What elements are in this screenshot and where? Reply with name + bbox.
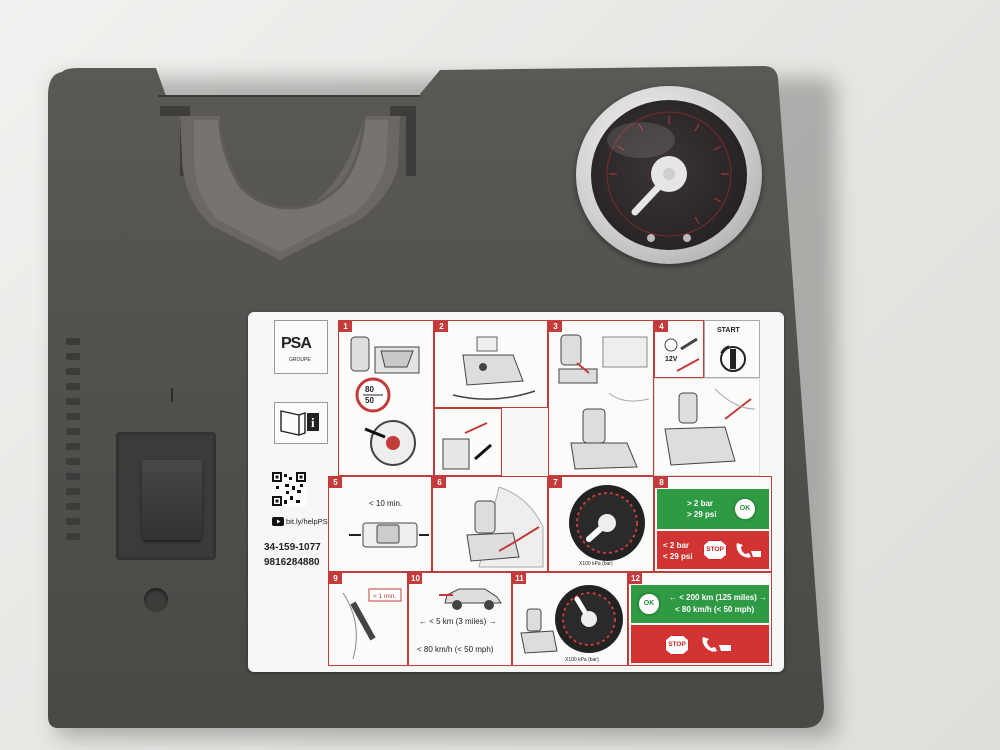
gauge-unit-label-2: X100 kPa (bar) (565, 657, 599, 663)
compressor-illustration (452, 336, 536, 400)
step-4-panel: 4 12V (654, 320, 704, 378)
stop-badge: STOP (703, 540, 727, 560)
step-number: 1 (339, 321, 352, 332)
screw-hole (144, 588, 168, 612)
gauge-unit-label: X100 kPa (bar) (579, 561, 613, 567)
stop-badge-2: STOP (665, 635, 689, 655)
ok-pressure-psi: > 29 psi (687, 510, 717, 519)
start-label: START (717, 327, 740, 334)
step-2-panel: 2 (434, 320, 548, 408)
step-2-detail (434, 408, 502, 476)
start-panel: START (704, 320, 760, 378)
pressure-ok-box: > 2 bar > 29 psi OK (657, 489, 769, 529)
switch-on-illustration (349, 522, 429, 548)
stop-pressure-psi: < 29 psi (663, 552, 693, 561)
step-number: 9 (329, 573, 342, 584)
step-1-panel: 1 80 50 (338, 320, 434, 476)
ok-pressure-bar: > 2 bar (687, 499, 714, 508)
power-plug-illustration: 12V (664, 337, 700, 372)
battery-label: 12V (665, 356, 678, 363)
valve-illustration (442, 422, 492, 470)
step-5-time: < 10 min. (369, 499, 403, 508)
help-url: bit.ly/helpPSA (286, 517, 333, 526)
step-number: 11 (513, 573, 526, 584)
info-book-icon: i (280, 410, 319, 436)
step-number: 3 (549, 321, 562, 332)
ignition-key-icon (720, 345, 746, 372)
step-number: 7 (549, 477, 562, 488)
vent-ribs (66, 338, 96, 558)
speed-limit-sign: 80 50 (355, 377, 391, 413)
psa-logo-box: PSA GROUPE (274, 320, 328, 374)
step-6-panel: 6 (432, 476, 548, 572)
part-number-1: 34-159-1077 (264, 542, 321, 553)
speed-sign-top: 80 (365, 385, 374, 394)
psa-logo-sub: GROUPE (289, 357, 311, 363)
phone-icon (736, 543, 761, 558)
ok-speed: < 80 km/h (< 50 mph) (675, 605, 755, 614)
ok-distance: ← < 200 km (125 miles) → (669, 593, 768, 602)
step-5-panel: 5 < 10 min. (328, 476, 432, 572)
switch-on-mark (171, 388, 173, 402)
car-trunk-illustration: 80 50 (350, 336, 420, 466)
bottle-holder-cradle (160, 106, 416, 260)
step-number: 12 (629, 573, 642, 584)
step-10-speed: < 80 km/h (< 50 mph) (417, 645, 494, 654)
step-9-time: < 1 min. (373, 593, 396, 600)
step-10-panel: 10 ← < 5 km (3 miles) → < 80 km/h (< 50 … (408, 572, 512, 666)
step-number: 10 (409, 573, 422, 584)
step-7-panel: 7 X100 kPa (bar) (548, 476, 654, 572)
stop-pressure-bar: < 2 bar (663, 541, 690, 550)
step-number: 4 (655, 321, 668, 332)
step-4-detail (654, 378, 760, 476)
step-9-panel: 9 < 1 min. (328, 572, 408, 666)
video-play-icon (272, 517, 284, 526)
recheck-pressure-illustration: X100 kPa (bar) (520, 585, 623, 663)
inflating-illustration (466, 487, 544, 568)
ok-badge: OK (733, 497, 757, 521)
step-number: 6 (433, 477, 446, 488)
pressure-stop-box: < 2 bar < 29 psi STOP (657, 531, 769, 569)
psa-logo: PSA (281, 335, 312, 352)
info-icon-letter: i (311, 415, 315, 430)
qr-code-icon (272, 472, 306, 506)
compressor-running-illustration (664, 388, 756, 466)
continue-ok-box: OK ← < 200 km (125 miles) → < 80 km/h (<… (631, 585, 769, 623)
bottle-insert-illustration (558, 334, 650, 470)
step-8-panel: 8 > 2 bar > 29 psi OK < 2 bar < 29 psi S… (654, 476, 772, 572)
pressure-gauge-dial (591, 100, 747, 250)
step-number: 5 (329, 477, 342, 488)
remove-hose-illustration: < 1 min. (342, 588, 402, 660)
ok-badge-2: OK (637, 592, 661, 616)
tow-truck-icon (702, 637, 731, 652)
gauge-reading-illustration: X100 kPa (bar) (569, 485, 645, 567)
power-switch-rocker[interactable] (142, 460, 202, 540)
part-number-2: 9816284880 (264, 557, 320, 568)
continue-stop-box: STOP (631, 625, 769, 663)
step-12-panel: 12 OK ← < 200 km (125 miles) → < 80 km/h… (628, 572, 772, 666)
step-11-panel: 11 X100 kPa (bar) (512, 572, 628, 666)
step-10-distance: ← < 5 km (3 miles) → (419, 617, 497, 626)
step-number: 8 (655, 477, 668, 488)
instruction-sticker: PSA GROUPE i bit.ly/helpPSA 34-159-1077 … (248, 312, 784, 672)
step-number: 2 (435, 321, 448, 332)
step-3-panel: 3 (548, 320, 654, 476)
manual-info-box: i (274, 402, 328, 444)
gauge-icon (606, 111, 732, 242)
car-icon (439, 588, 502, 610)
speed-sign-bottom: 50 (365, 396, 374, 405)
